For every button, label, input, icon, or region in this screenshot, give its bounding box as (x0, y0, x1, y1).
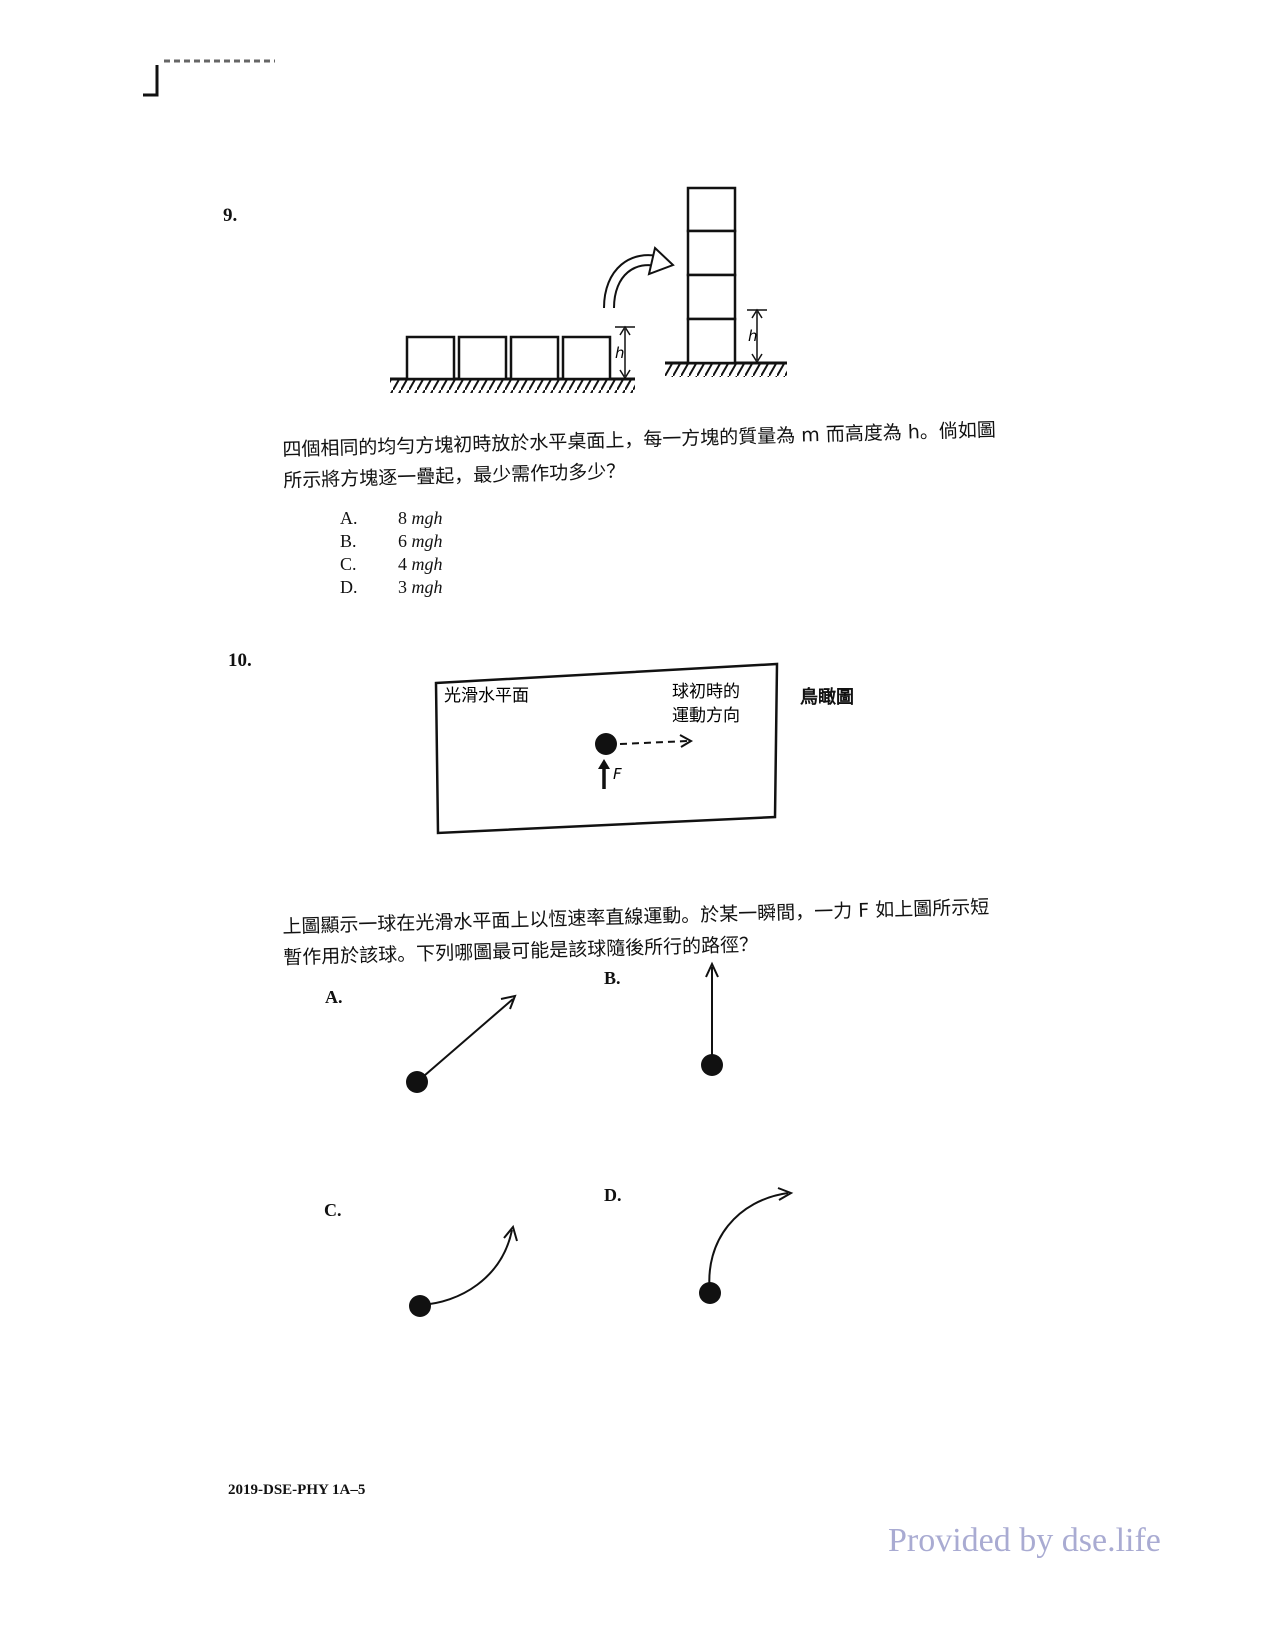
height-marker-left: h (615, 325, 635, 380)
direction-label-line1: 球初時的 (672, 682, 740, 702)
option-label: B. (340, 531, 357, 551)
stack-block-4 (686, 317, 737, 365)
block-1 (405, 335, 456, 381)
question-9-number: 9. (223, 205, 238, 226)
option-b: B. 6 mgh (340, 531, 443, 554)
choice-c-path-diagram (409, 1224, 518, 1317)
option-unit: mgh (411, 508, 443, 528)
choice-d-path-diagram (699, 1187, 794, 1304)
question-9-options: A. 8 mgh B. 6 mgh C. 4 mgh D. 3 mgh (340, 508, 443, 600)
surface-label: 光滑水平面 (444, 686, 529, 706)
option-unit: mgh (411, 531, 443, 551)
option-label: A. (340, 508, 358, 528)
option-label: C. (340, 554, 357, 574)
option-coefficient: 8 (398, 508, 407, 528)
birds-eye-view-label: 鳥瞰圖 (800, 687, 854, 708)
option-c: C. 4 mgh (340, 554, 443, 577)
block-2 (457, 335, 508, 381)
block-3 (509, 335, 560, 381)
stack-block-3 (686, 273, 737, 321)
stacking-arrow (603, 246, 675, 309)
height-label-right: h (748, 327, 758, 345)
stack-block-2 (686, 229, 737, 277)
question-10-text: 上圖顯示一球在光滑水平面上以恆速率直線運動。於某一瞬間，一力 F 如上圖所示短 … (282, 892, 1003, 974)
option-unit: mgh (411, 554, 443, 574)
height-marker-right: h (747, 308, 767, 364)
choice-c-label: C. (324, 1200, 342, 1220)
option-coefficient: 6 (398, 531, 407, 551)
smooth-surface-outline (434, 662, 779, 835)
option-label: D. (340, 577, 358, 597)
question-10-number: 10. (228, 650, 252, 671)
force-arrow (598, 759, 610, 789)
option-unit: mgh (411, 577, 443, 597)
option-coefficient: 3 (398, 577, 407, 597)
choice-b-label: B. (604, 968, 621, 988)
option-d: D. 3 mgh (340, 577, 443, 600)
right-ground (665, 361, 787, 377)
question-10-diagram: 光滑水平面 球初時的 運動方向 F (434, 662, 779, 835)
choice-b-path-diagram (701, 961, 723, 1076)
page-corner-mark (143, 59, 275, 97)
left-ground (390, 377, 635, 393)
question-9-text: 四個相同的均勻方塊初時放於水平桌面上，每一方塊的質量為 m 而高度為 h。倘如圖… (282, 415, 1003, 497)
provider-credit: Provided by dse.life (888, 1522, 1161, 1559)
option-a: A. 8 mgh (340, 508, 443, 531)
ball (595, 733, 617, 755)
option-coefficient: 4 (398, 554, 407, 574)
initial-direction-arrow (619, 734, 694, 748)
choice-a-path-diagram (406, 994, 517, 1093)
page-footer-code: 2019-DSE-PHY 1A–5 (228, 1482, 366, 1498)
question-9-diagram: h h (390, 186, 787, 393)
height-label-left: h (615, 344, 625, 362)
block-4 (561, 335, 612, 381)
force-label: F (613, 765, 622, 783)
direction-label-line2: 運動方向 (672, 706, 740, 726)
choice-a-label: A. (325, 987, 343, 1007)
stack-block-1 (686, 186, 737, 233)
choice-d-label: D. (604, 1185, 622, 1205)
